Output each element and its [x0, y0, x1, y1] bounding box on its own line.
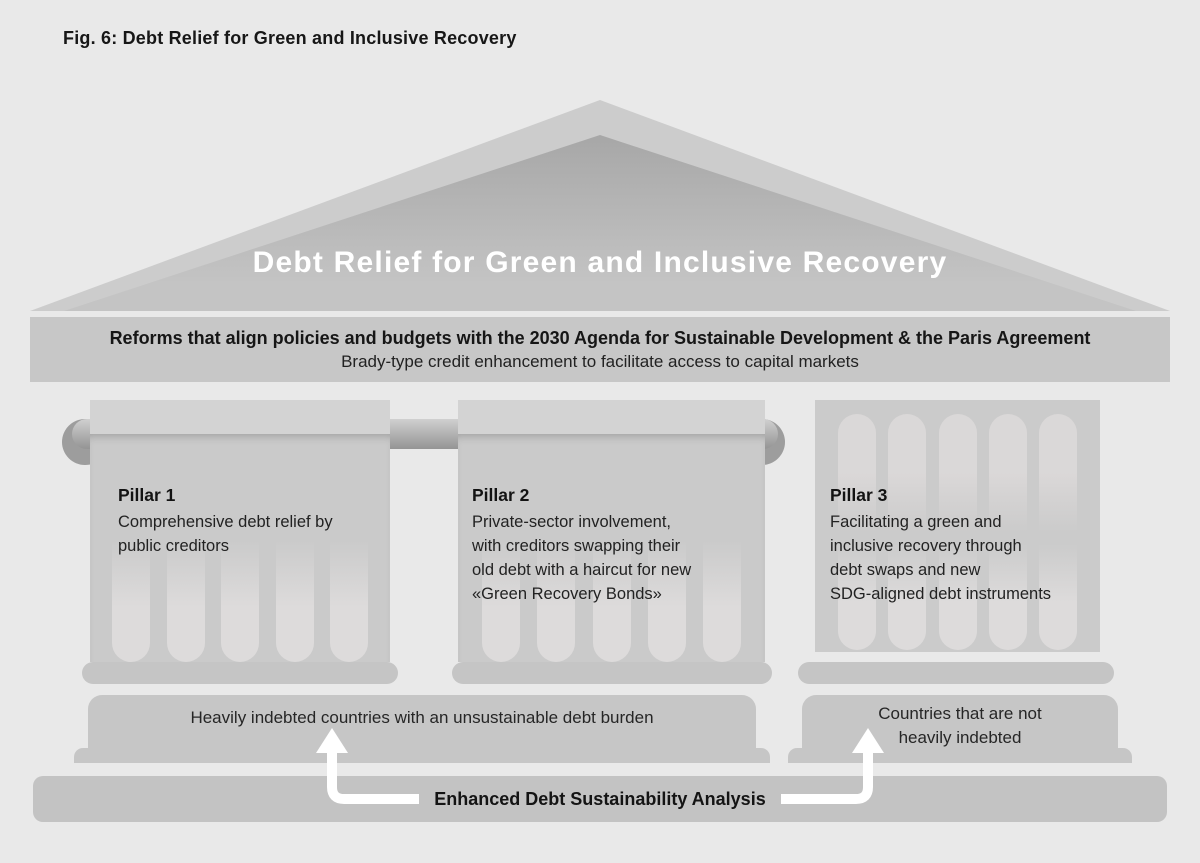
pillar-2-heading: Pillar 2 [472, 485, 530, 505]
flute-decoration [166, 540, 205, 662]
flute-decoration [988, 544, 1027, 650]
flute-decoration [537, 540, 576, 662]
pillar-1-heading: Pillar 1 [118, 485, 176, 505]
foundation-label: Enhanced Debt Sustainability Analysis [434, 788, 766, 809]
flute-decoration [1039, 414, 1077, 532]
flute-decoration [1039, 544, 1077, 650]
flute-decoration [888, 544, 927, 650]
pillar-2-text: Pillar 2 Private-sector involvement, wit… [472, 483, 742, 606]
flute-decoration [838, 414, 876, 532]
base-left [88, 695, 756, 763]
architrave-line-2: Brady-type credit enhancement to facilit… [341, 351, 859, 371]
flute-decoration [703, 540, 741, 662]
pillar-3-bottom-flutes [838, 544, 1077, 650]
flute-decoration [592, 540, 631, 662]
pediment-title: Debt Relief for Green and Inclusive Reco… [252, 246, 948, 279]
flute-decoration [275, 540, 314, 662]
flute-decoration [938, 544, 977, 650]
foundation-bar: Enhanced Debt Sustainability Analysis [33, 776, 1167, 822]
pillar-3-top-flutes [838, 414, 1077, 532]
pillar-1-flutes [112, 540, 368, 662]
architrave-line-1: Reforms that align policies and budgets … [109, 327, 1091, 348]
pillar-2-body: Private-sector involvement, with credito… [472, 513, 692, 603]
pillar-3-foot [798, 662, 1114, 684]
pillar-1-body: Comprehensive debt relief by public cred… [118, 513, 333, 555]
pillar-3-heading: Pillar 3 [830, 485, 888, 505]
architrave-beam: Reforms that align policies and budgets … [30, 317, 1170, 382]
flute-decoration [221, 540, 259, 662]
pillar-2-foot [452, 662, 772, 684]
pillar-2-back [458, 400, 765, 434]
pillar-1-back [90, 400, 390, 434]
flute-decoration [988, 414, 1027, 532]
pillar-1-text: Pillar 1 Comprehensive debt relief by pu… [118, 483, 374, 558]
pillar-3-text: Pillar 3 Facilitating a green and inclus… [830, 483, 1080, 606]
flute-decoration [647, 540, 686, 662]
pillar-3-body: Facilitating a green and inclusive recov… [830, 513, 1052, 603]
pillar-2-flutes [482, 540, 741, 662]
flute-decoration [112, 540, 150, 662]
flute-decoration [330, 540, 368, 662]
base-right-label: Countries that are not heavily indebted [878, 704, 1042, 747]
flute-decoration [938, 414, 977, 532]
pediment-shadow-triangle [64, 135, 1136, 311]
flute-decoration [888, 414, 927, 532]
flute-decoration [838, 544, 876, 650]
pillar-1-foot [82, 662, 398, 684]
flute-decoration [482, 540, 520, 662]
base-left-label: Heavily indebted countries with an unsus… [190, 708, 654, 727]
figure-caption: Fig. 6: Debt Relief for Green and Inclus… [63, 28, 517, 48]
